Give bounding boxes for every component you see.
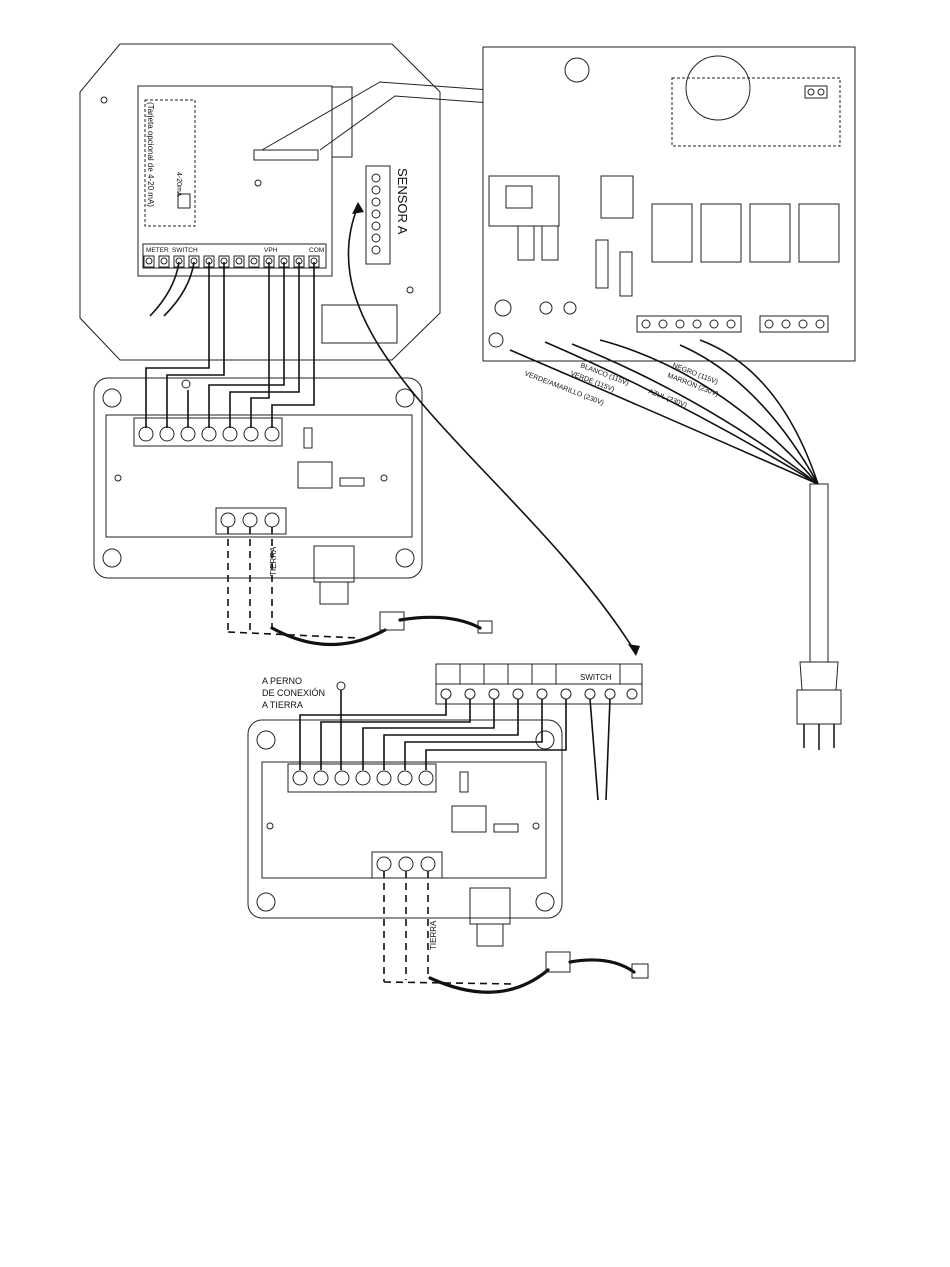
terminal-label-vph: VPH [264, 247, 278, 254]
terminal-label-com: COM [309, 247, 324, 254]
power-cord [797, 484, 841, 750]
lower-strip-switch-label: SWITCH [580, 673, 612, 682]
sensor-a-terminal-strip: SENSOR A [366, 166, 410, 264]
wire-label-azul: AZUL (230V) [647, 388, 687, 409]
ground-bolt-icon [337, 682, 345, 690]
upper-box-wires [146, 262, 314, 428]
ground-label-bottom: TIERRA [429, 920, 438, 950]
sensor-a-label: SENSOR A [395, 168, 410, 235]
ground-bolt-note-line2: DE CONEXIÓN [262, 688, 325, 698]
wire-label-verde-amarillo: VERDE/AMARILLO (230V) [523, 370, 604, 407]
power-cable-wires [510, 340, 818, 484]
ground-bolt-note-line1: A PERNO [262, 676, 302, 686]
upper-junction-box [94, 378, 422, 604]
ground-bolt-note-line3: A TIERRA [262, 700, 303, 710]
terminal-label-meter: METER [146, 247, 169, 254]
controller-board: (Tarjeta opcional de 4-20 mA) 4-20mA MET… [138, 86, 352, 276]
ground-label-top: TIERRA [269, 546, 278, 576]
option-card-output: 4-20mA [175, 172, 182, 197]
upper-probe-cable [228, 527, 492, 645]
lower-probe-cable [384, 871, 648, 992]
terminal-label-switch: SWITCH [172, 247, 198, 254]
lower-terminal-strip: SWITCH [436, 664, 642, 704]
option-card-label: (Tarjeta opcional de 4-20 mA) [146, 102, 155, 207]
power-board [483, 47, 855, 361]
